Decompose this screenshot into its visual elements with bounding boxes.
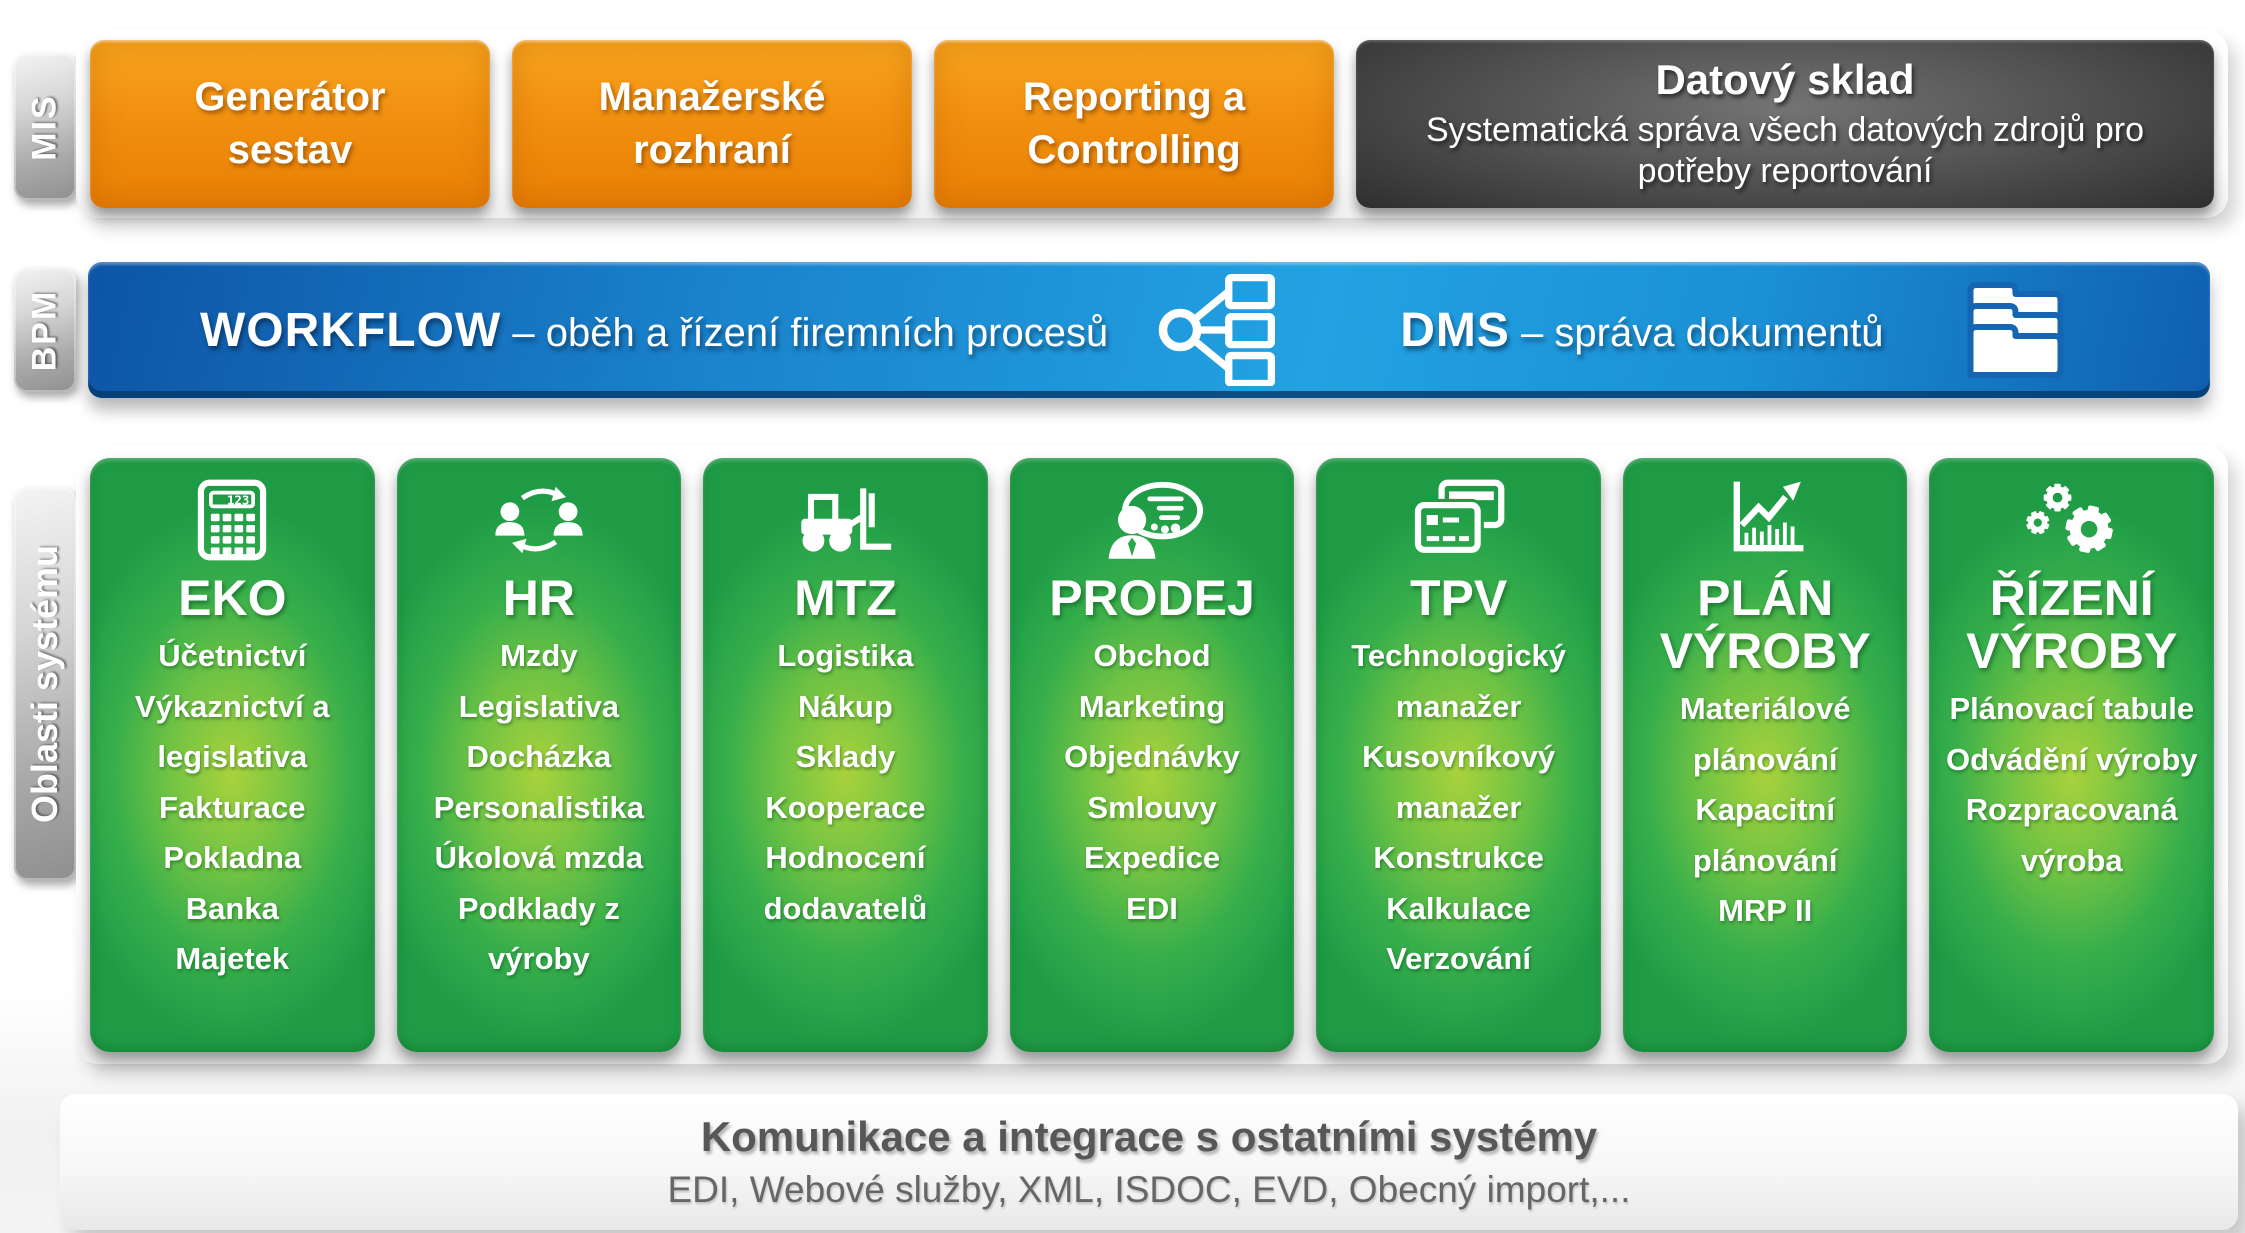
cards-icon	[1414, 479, 1504, 553]
datovy-sklad-subtitle: Systematická správa všech datových zdroj…	[1425, 110, 2145, 191]
area-box-plan-vyroby: PLÁN VÝROBY Materiálové plánování Kapaci…	[1622, 458, 1908, 1052]
forklift-icon	[801, 488, 892, 552]
salesperson-icon	[1108, 481, 1204, 559]
module-item: Docházka	[466, 739, 612, 775]
gears-icon	[2022, 483, 2117, 558]
area-title: PLÁN VÝROBY	[1659, 570, 1871, 679]
areas-panel: 123 EKO Účetnictví Výkaznictví a legisla…	[76, 446, 2228, 1064]
module-item: Pokladna	[163, 840, 302, 876]
folders-icon	[1967, 282, 2064, 378]
module-item: Logistika	[777, 638, 914, 673]
mis-box-reporting-controlling: Reporting a Controlling	[934, 40, 1334, 208]
area-title: PRODEJ	[1049, 570, 1255, 626]
oblasti-systemu-tab: Oblasti systému	[14, 488, 76, 880]
module-item: Technologický manažer	[1351, 638, 1566, 724]
module-item: Kooperace	[765, 789, 926, 825]
oblasti-systemu-tab-label: Oblasti systému	[24, 544, 66, 824]
integration-subtitle: EDI, Webové služby, XML, ISDOC, EVD, Obe…	[667, 1169, 1631, 1210]
module-item: Majetek	[175, 941, 290, 977]
module-list: Technologický manažer Kusovníkový manaže…	[1316, 631, 1601, 985]
mis-tab: MIS	[14, 54, 76, 200]
module-item: Sklady	[795, 739, 896, 775]
mis-panel: Generátor sestav Manažerské rozhraní Rep…	[76, 30, 2228, 218]
module-list: Účetnictví Výkaznictví a legislativa Fak…	[90, 631, 375, 985]
module-item: Konstrukce	[1373, 840, 1544, 876]
module-item: Personalistika	[433, 789, 644, 825]
module-item: Výkaznictví a legislativa	[134, 688, 330, 775]
module-item: Legislativa	[458, 688, 619, 724]
module-list: Logistika Nákup Sklady Kooperace Hodnoce…	[703, 631, 988, 934]
module-item: Podklady z výroby	[457, 890, 620, 977]
module-item: Objednávky	[1064, 739, 1240, 775]
area-box-tpv: TPV Technologický manažer Kusovníkový ma…	[1316, 458, 1601, 1052]
people-sync-icon	[495, 486, 583, 554]
module-list: Plánovací tabule Odvádění výroby Rozprac…	[1929, 684, 2214, 886]
module-item: Kusovníkový manažer	[1362, 739, 1556, 825]
area-box-rizeni-vyroby: ŘÍZENÍ VÝROBY Plánovací tabule Odvádění …	[1929, 458, 2215, 1052]
module-item: Expedice	[1083, 840, 1221, 876]
bpm-tab: BPM	[14, 268, 76, 392]
dms-desc: – správa dokumentů	[1509, 310, 1884, 355]
dms-label: DMS – správa dokumentů	[1400, 303, 1883, 358]
module-list: Mzdy Legislativa Docházka Personalistika…	[397, 631, 682, 985]
mis-box-generator-sestav: Generátor sestav	[90, 40, 490, 208]
module-item: Nákup	[798, 688, 893, 724]
area-box-prodej: PRODEJ Obchod Marketing Objednávky Smlou…	[1009, 458, 1295, 1052]
mis-tab-label: MIS	[25, 93, 64, 161]
module-item: Kapacitní plánování	[1692, 792, 1838, 878]
module-item: Mzdy	[500, 638, 578, 673]
area-box-eko: 123 EKO Účetnictví Výkaznictví a legisla…	[90, 458, 375, 1052]
module-list: Materiálové plánování Kapacitní plánován…	[1623, 684, 1908, 937]
mis-box-manazerske-rozhrani: Manažerské rozhraní	[512, 40, 912, 208]
svg-text:123: 123	[227, 492, 249, 507]
mis-box-label: Generátor sestav	[194, 75, 386, 172]
module-list: Obchod Marketing Objednávky Smlouvy Expe…	[1010, 631, 1295, 934]
module-item: Banka	[185, 890, 279, 926]
area-title: TPV	[1409, 570, 1508, 626]
module-item: Verzování	[1386, 941, 1531, 977]
dms-title: DMS	[1400, 303, 1510, 357]
module-item: Kalkulace	[1386, 890, 1531, 926]
bpm-bar: WORKFLOW – oběh a řízení firemních proce…	[88, 262, 2210, 398]
mis-box-label: Manažerské rozhraní	[598, 75, 826, 172]
workflow-desc: – oběh a řízení firemních procesů	[501, 310, 1109, 355]
workflow-label: WORKFLOW – oběh a řízení firemních proce…	[200, 303, 1108, 358]
module-item: Smlouvy	[1087, 789, 1217, 825]
area-title: EKO	[178, 570, 287, 626]
integration-title: Komunikace a integrace s ostatními systé…	[700, 1113, 1598, 1160]
module-item: Marketing	[1078, 688, 1226, 724]
module-item: MRP II	[1718, 893, 1813, 929]
module-item: Účetnictví	[158, 638, 307, 673]
datovy-sklad-title: Datový sklad	[1655, 56, 1915, 104]
workflow-title: WORKFLOW	[200, 303, 502, 357]
area-title: MTZ	[794, 570, 897, 626]
calculator-icon: 123	[198, 479, 267, 561]
area-title: ŘÍZENÍ VÝROBY	[1966, 570, 2178, 679]
module-item: Úkolová mzda	[434, 840, 644, 876]
datovy-sklad-box: Datový sklad Systematická správa všech d…	[1356, 40, 2214, 208]
integration-bar: Komunikace a integrace s ostatními systé…	[60, 1094, 2238, 1230]
module-item: Plánovací tabule	[1949, 691, 2195, 726]
area-title: HR	[502, 570, 575, 626]
mis-box-label: Reporting a Controlling	[1022, 75, 1246, 172]
module-item: Fakturace	[159, 789, 306, 825]
module-item: Rozpracovaná výroba	[1965, 792, 2178, 878]
area-box-hr: HR Mzdy Legislativa Docházka Personalist…	[396, 458, 682, 1052]
growth-chart-icon	[1733, 481, 1804, 552]
flowchart-icon	[1158, 274, 1276, 386]
module-item: Obchod	[1093, 638, 1211, 673]
module-item: Odvádění výroby	[1945, 741, 2198, 777]
module-item: Materiálové plánování	[1679, 691, 1851, 777]
module-item: Hodnocení dodavatelů	[763, 840, 928, 926]
bpm-tab-label: BPM	[25, 289, 64, 371]
area-box-mtz: MTZ Logistika Nákup Sklady Kooperace Hod…	[703, 458, 988, 1052]
module-item: EDI	[1126, 890, 1178, 926]
